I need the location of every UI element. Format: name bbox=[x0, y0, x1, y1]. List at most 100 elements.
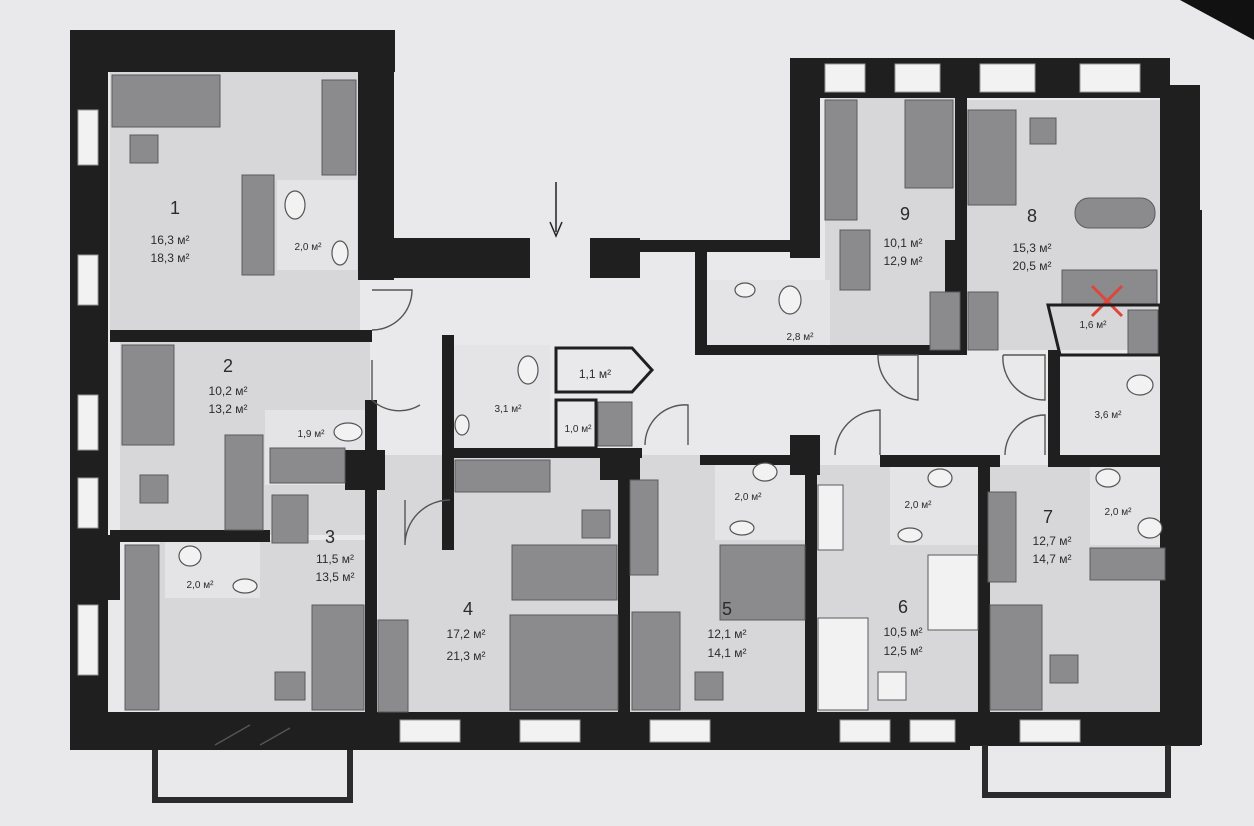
closet-8-area: 1,6 м² bbox=[1080, 320, 1108, 331]
ottoman-room3 bbox=[274, 671, 306, 701]
door-room7 bbox=[1004, 414, 1046, 456]
bath-8-floor bbox=[1058, 360, 1163, 455]
room-8-total-area: 20,5 м² bbox=[1013, 259, 1052, 273]
wall-top-left bbox=[70, 30, 395, 72]
sofa-room6 bbox=[817, 617, 869, 711]
window-room7 bbox=[1019, 719, 1081, 743]
room-6-number: 6 bbox=[898, 597, 908, 617]
window-room8 bbox=[979, 63, 1036, 93]
room-7-number: 7 bbox=[1043, 507, 1053, 527]
cross-mark-icon bbox=[1090, 284, 1124, 318]
room-2-number: 2 bbox=[223, 356, 233, 376]
storage-shelf bbox=[597, 401, 633, 447]
window-room8-b bbox=[1079, 63, 1141, 93]
toilet-bath3 bbox=[178, 545, 202, 567]
sink-bath9 bbox=[734, 282, 756, 298]
room-4-total-area: 21,3 м² bbox=[447, 649, 486, 663]
toilet-bath1 bbox=[284, 190, 306, 220]
storage-outlines bbox=[554, 303, 1162, 450]
sink-bath3 bbox=[232, 578, 258, 594]
labels: 1 16,3 м² 18,3 м² 2,0 м² 2 10,2 м² 13,2 … bbox=[151, 198, 1133, 663]
door-room6 bbox=[834, 409, 881, 456]
bath-5-area: 2,0 м² bbox=[735, 492, 763, 503]
shower-room2 bbox=[269, 447, 346, 484]
pillar-8-9 bbox=[945, 240, 965, 300]
room-9-living-area: 10,1 м² bbox=[884, 236, 923, 250]
room-4-number: 4 bbox=[463, 599, 473, 619]
wardrobe-room8-b bbox=[967, 291, 999, 351]
room-fills bbox=[110, 70, 1170, 717]
kitchen-room1 bbox=[321, 79, 357, 176]
door-room8 bbox=[1002, 354, 1046, 401]
wall-2-3 bbox=[110, 530, 270, 542]
room-9-total-area: 12,9 м² bbox=[884, 254, 923, 268]
sink-bath1 bbox=[331, 240, 349, 266]
wardrobe-room4 bbox=[377, 619, 409, 713]
closet-shelf-room8 bbox=[1127, 309, 1159, 356]
kitchen-room3 bbox=[124, 544, 160, 711]
wall-bath8-left bbox=[1048, 350, 1060, 465]
window-room3 bbox=[77, 604, 99, 676]
wall-corridor-top-mid bbox=[640, 240, 820, 252]
window-room9-b bbox=[894, 63, 941, 93]
sofa-room8 bbox=[967, 109, 1017, 206]
sofa-room4 bbox=[511, 544, 618, 601]
wardrobe-room6 bbox=[817, 484, 844, 551]
room-5-total-area: 14,1 м² bbox=[708, 646, 747, 660]
wall-room9-bottom bbox=[695, 345, 955, 355]
ottoman-room8 bbox=[1029, 117, 1057, 145]
kitchen-room7 bbox=[1089, 547, 1166, 581]
door-room1 bbox=[371, 289, 413, 331]
room-4-living-area: 17,2 м² bbox=[447, 627, 486, 641]
wardrobe-room3 bbox=[271, 494, 309, 544]
ottoman-room4 bbox=[581, 509, 611, 539]
window-room2-b bbox=[77, 477, 99, 529]
kitchen-room9 bbox=[824, 99, 858, 221]
furniture bbox=[111, 74, 1166, 713]
storage-b-outline bbox=[554, 398, 598, 450]
kitchen-room4 bbox=[454, 459, 551, 493]
door-room3 bbox=[404, 499, 451, 546]
window-room2 bbox=[77, 394, 99, 451]
toilet-bath4 bbox=[517, 355, 539, 385]
bed-room9 bbox=[904, 99, 954, 189]
wall-1-2 bbox=[110, 330, 372, 342]
room-7-total-area: 14,7 м² bbox=[1033, 552, 1072, 566]
sofa-room3 bbox=[311, 604, 365, 711]
wall-room4-top bbox=[442, 448, 642, 458]
balcony-left bbox=[152, 750, 353, 803]
window-room6-b bbox=[909, 719, 956, 743]
sink-bath4 bbox=[454, 414, 470, 436]
window-room4 bbox=[399, 719, 461, 743]
toilet-bath2 bbox=[333, 422, 363, 442]
wall-right-upper bbox=[1160, 85, 1200, 215]
window-room5 bbox=[649, 719, 711, 743]
wall-room7-top bbox=[1048, 455, 1168, 467]
bath-1-area: 2,0 м² bbox=[295, 242, 323, 253]
window-room1-b bbox=[77, 254, 99, 306]
doors bbox=[214, 289, 1046, 746]
walls bbox=[70, 30, 1202, 750]
wardrobe-room9 bbox=[839, 229, 871, 291]
room-8-number: 8 bbox=[1027, 206, 1037, 226]
wall-corridor-top-left bbox=[358, 238, 530, 278]
wall-bath9-left bbox=[695, 248, 707, 353]
wall-room6-top bbox=[880, 455, 1000, 467]
wall-corridor-top-right bbox=[590, 238, 640, 278]
window-room9 bbox=[824, 63, 866, 93]
toilet-bath8 bbox=[1126, 374, 1154, 396]
ottoman-room6 bbox=[877, 671, 907, 701]
door-room9 bbox=[877, 354, 919, 401]
balcony-right bbox=[982, 745, 1171, 798]
room-5-number: 5 bbox=[722, 599, 732, 619]
bath-3-area: 2,0 м² bbox=[187, 580, 215, 591]
wall-left-notch bbox=[70, 535, 120, 600]
kitchen-room6 bbox=[927, 554, 979, 631]
arrow-down-icon bbox=[549, 182, 563, 238]
bath-4-area: 3,1 м² bbox=[495, 404, 523, 415]
room-2-living-area: 10,2 м² bbox=[209, 384, 248, 398]
sofa-room5 bbox=[631, 611, 681, 711]
door-room2 bbox=[371, 360, 421, 412]
